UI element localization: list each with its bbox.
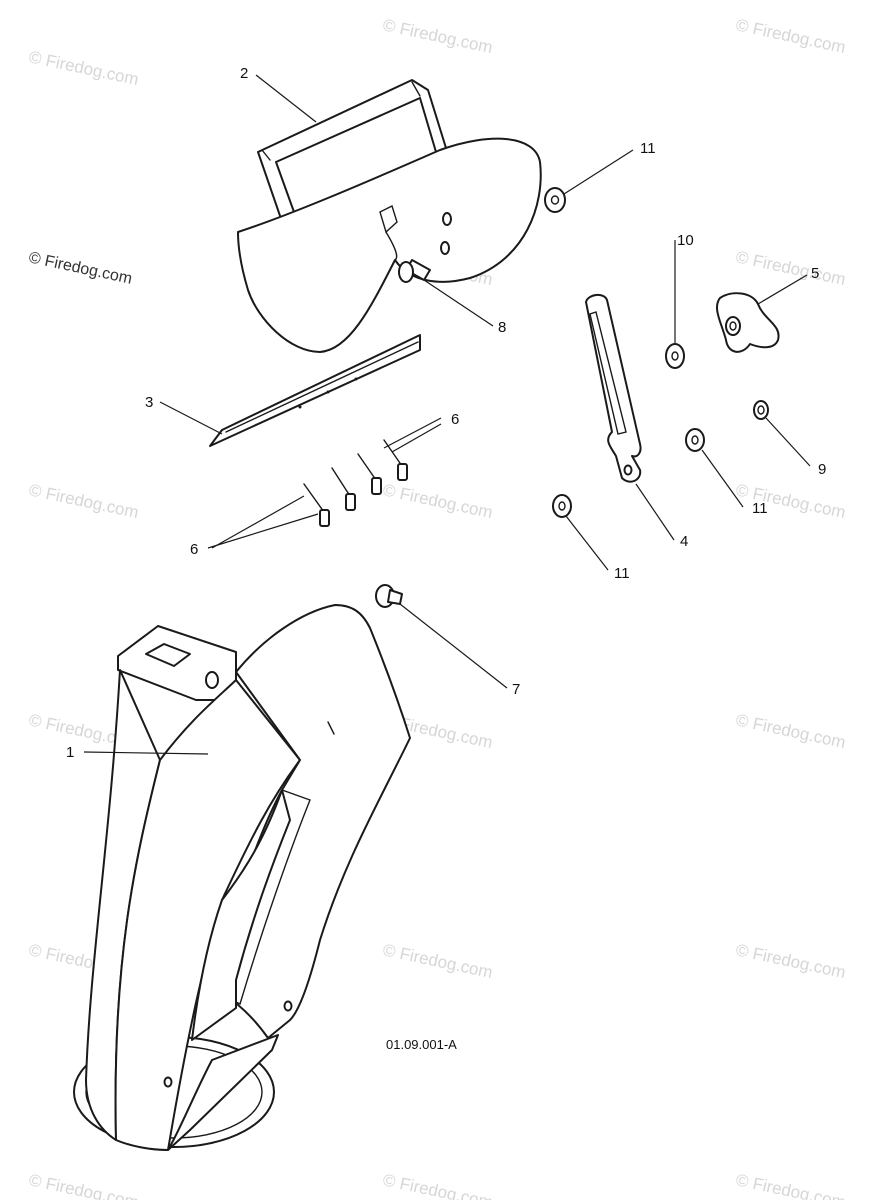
square-mount-hole [145,643,191,667]
watermark: © Firedog.com [734,247,847,289]
washer-11-left [552,494,572,518]
washer-11-top [544,187,566,213]
callout-3: 3 [145,394,153,411]
callout-11: 11 [752,500,768,517]
rivet [383,439,408,481]
leader-lines [83,74,811,755]
callout-10: 10 [677,232,694,249]
rivet [303,483,330,527]
washer-10 [665,343,685,369]
part-1-discharge-chute [73,604,411,1151]
watermark: © Firedog.com [734,710,847,752]
watermark: © Firedog.com [734,15,847,57]
callout-6: 6 [451,411,459,428]
washer-11-right [685,428,705,452]
hole [442,212,452,226]
part-6-rivets [303,439,408,527]
callout-9: 9 [818,461,826,478]
part-4-adjuster-bracket [585,294,642,483]
rivet [331,467,356,511]
part-7-pivot-bolt [375,584,403,608]
hole [440,241,450,255]
callout-labels: 1 2 3 4 5 6 6 7 8 9 10 11 11 11 [66,65,826,761]
watermark: © Firedog.com [381,940,494,982]
rivet [357,453,382,495]
callout-6: 6 [190,541,198,558]
callout-1: 1 [66,744,74,761]
watermark: © Firedog.com [381,1170,494,1200]
callout-7: 7 [512,681,520,698]
watermark: © Firedog.com [381,15,494,57]
callout-5: 5 [811,265,819,282]
callout-11: 11 [640,140,656,157]
watermark: © Firedog.com [734,940,847,982]
callout-11: 11 [614,565,630,582]
watermark: © Firedog.com [27,1170,140,1200]
callout-4: 4 [680,533,688,550]
callout-2: 2 [240,65,248,82]
watermark: © Firedog.com [381,480,494,522]
nut-9 [753,400,769,420]
part-5-wing-knob [716,292,780,353]
callout-8: 8 [498,319,506,336]
watermark: © Firedog.com [27,480,140,522]
diagram-code: 01.09.001-A [386,1037,457,1052]
watermark: © Firedog.com [734,1170,847,1200]
part-3-plate [209,334,421,447]
part-deflector-shield [237,137,542,353]
watermark-dark: © Firedog.com [27,249,133,287]
watermark: © Firedog.com [27,47,140,89]
